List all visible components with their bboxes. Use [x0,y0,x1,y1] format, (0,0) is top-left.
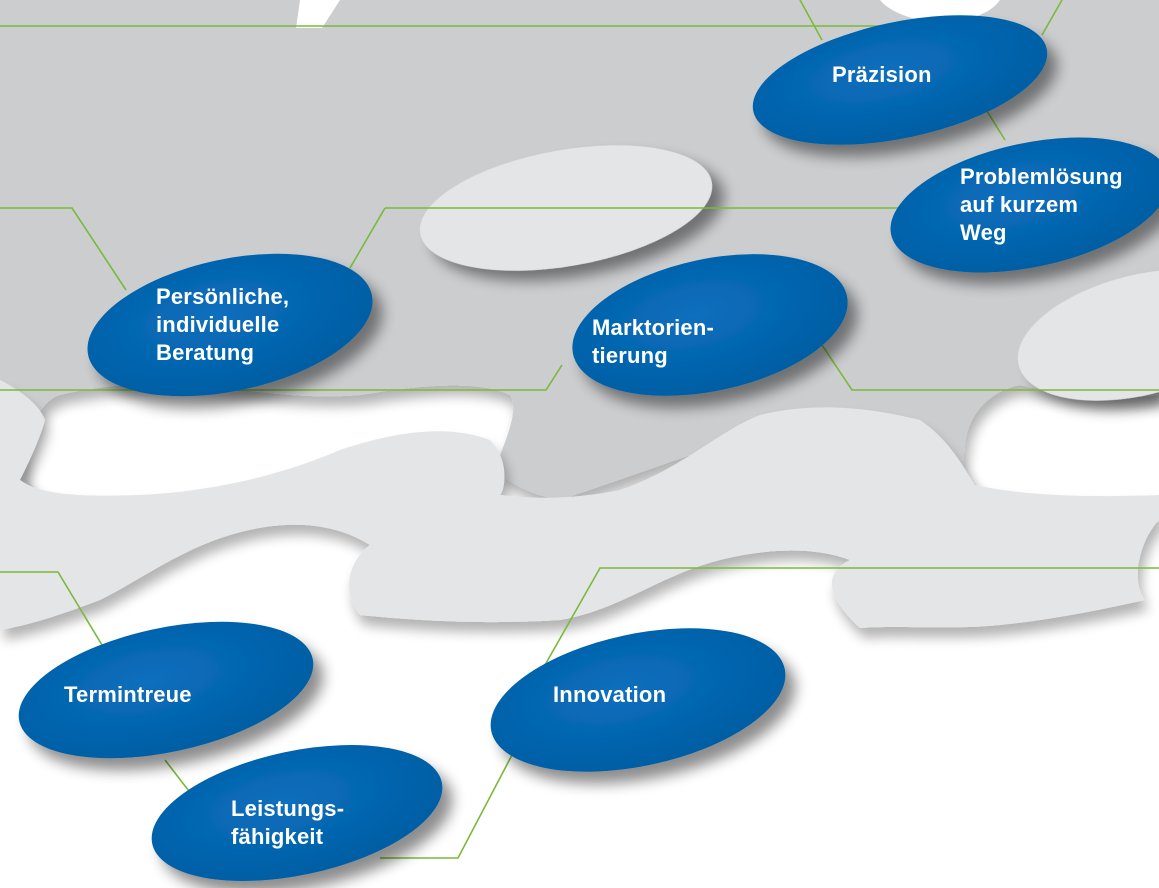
oval-problemloesung [890,137,1159,273]
label-innovation: Innovation [553,682,667,707]
label-leistungsfaehigkeit: Leistungs- fähigkeit [231,796,345,849]
connector-praezision-topright [1041,0,1063,36]
connector-persoenliche-down [349,207,386,269]
connector-persoenliche-left [0,207,127,291]
label-marktorientierung: Marktorien- tierung [592,315,714,368]
blue-ovals [18,15,1159,882]
label-persoenliche-beratung: Persönliche, individuelle Beratung [156,284,290,365]
connector-praezision-top [799,0,823,41]
label-termintreue: Termintreue [64,682,192,707]
light-blob-right [1017,269,1159,401]
oval-praezision [752,15,1048,145]
oval-marktorientierung [572,254,848,396]
oval-persoenliche [87,253,373,397]
connector-markt-right [821,344,1159,391]
label-praezision: Präzision [832,62,932,87]
connector-innovation [544,567,1159,666]
oval-innovation [490,628,786,772]
oval-leistungsfaehigkeit [151,744,443,882]
connector-leistung [380,754,513,859]
oval-termintreue [18,621,314,759]
white-patch-top [296,0,340,28]
label-problemloesung: Problemlösung auf kurzem Weg [960,164,1123,245]
connector-termintreue-down [164,759,193,796]
connector-termintreue [0,571,103,646]
